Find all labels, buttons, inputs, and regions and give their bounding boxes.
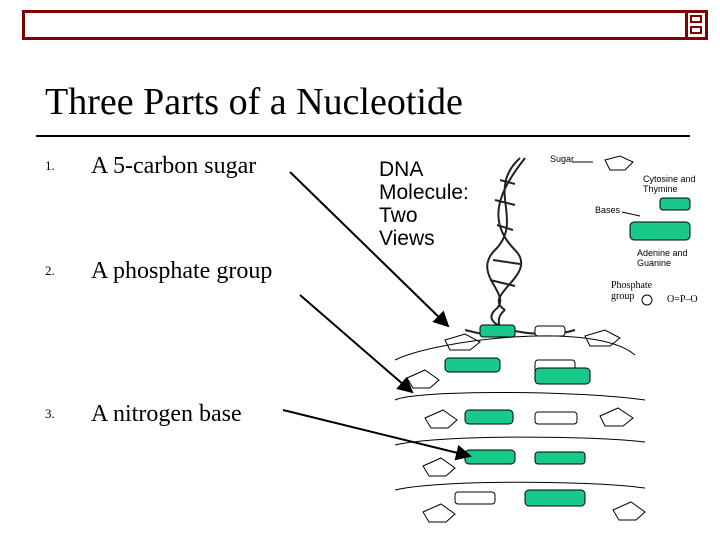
list-item-text: A 5-carbon sugar [91,152,257,179]
base-pair-ladder [406,324,646,523]
title-underline [36,135,690,137]
list-item-number: 3. [45,406,55,422]
list-item: 1. A 5-carbon sugar [45,152,256,180]
list-item-number: 2. [45,263,55,279]
legend-phosphate: Phosphate group [611,280,653,302]
svg-text:O=P–O: O=P–O [667,294,698,305]
list-item-number: 1. [45,158,55,174]
title-bar-inner [25,13,685,37]
legend-cytosine-thymine: Cytosine and Thymine [643,174,696,194]
double-helix-icon [464,157,576,337]
list-item: 2. A phosphate group [45,257,272,285]
list-item-text: A phosphate group [91,257,273,284]
legend-bases: Bases [595,205,621,215]
list-item-text: A nitrogen base [91,400,242,427]
legend-adenine-guanine: Adenine and Guanine [637,248,688,268]
slide-title: Three Parts of a Nucleotide [45,81,463,123]
legend-sugar: Sugar [550,154,575,164]
dna-diagram: DNA Molecule: Two Views O=P–O [375,150,720,538]
list-item: 3. A nitrogen base [45,400,242,428]
dna-illustration: O=P–O [394,155,698,523]
corner-squares-icon [688,13,705,37]
title-bar-decoration [22,10,708,40]
